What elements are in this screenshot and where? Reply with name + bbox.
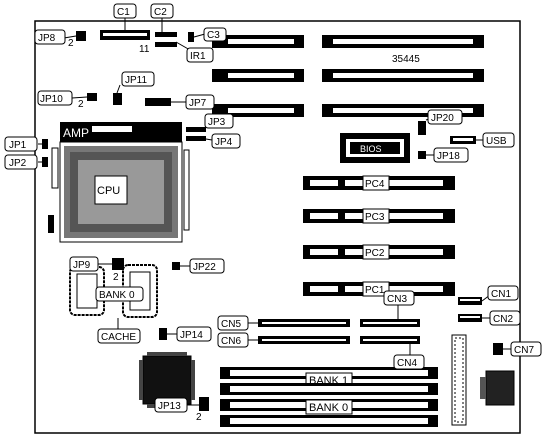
- labels: C1 C2 C3 IR1 JP8 2 11 JP10 2 JP11 JP7 JP…: [4, 3, 542, 423]
- amp-label: AMP: [63, 126, 89, 140]
- jp10-pin: 2: [78, 99, 84, 110]
- cn7-header: [493, 343, 503, 355]
- label-jp2: JP2: [9, 158, 27, 169]
- simm-bank0-box: [305, 399, 353, 415]
- simm-sockets: BANK 1 BANK 0: [220, 367, 438, 427]
- pc3-label: PC3: [365, 212, 385, 223]
- keyboard-connector: [485, 370, 515, 406]
- label-jp20: JP20: [431, 113, 454, 124]
- label-c3: C3: [207, 30, 220, 41]
- label-jp9: JP9: [73, 260, 91, 271]
- jp9-pin: 2: [113, 272, 119, 283]
- label-jp22: JP22: [193, 262, 216, 273]
- label-cn6: CN6: [221, 336, 241, 347]
- serial-number: 35445: [392, 54, 420, 65]
- label-jp14: JP14: [180, 330, 203, 341]
- simm-bank0-label: BANK 0: [309, 402, 348, 414]
- label-jp13: JP13: [158, 401, 181, 412]
- cache-label: CACHE: [101, 332, 136, 343]
- cache-label-box: [97, 328, 141, 344]
- pci-slots: PC4 PC3 PC2 PC1: [303, 175, 455, 297]
- pc4-label: PC4: [365, 179, 385, 190]
- c3-header: [188, 32, 194, 42]
- cpu-socket: AMP CPU: [48, 122, 190, 243]
- label-jp8: JP8: [38, 33, 56, 44]
- label-jp11: JP11: [125, 75, 147, 86]
- label-c2: C2: [154, 7, 167, 18]
- label-cn3: CN3: [387, 294, 407, 305]
- jp8-pin: 2: [68, 38, 74, 49]
- cache-bank0-label: BANK 0: [99, 290, 135, 301]
- label-ir1: IR1: [190, 51, 206, 62]
- jp13-pin: 2: [196, 412, 202, 423]
- label-cn7: CN7: [514, 345, 534, 356]
- label-cn1: CN1: [491, 289, 511, 300]
- c2-header: [155, 32, 177, 37]
- ir1-header: [155, 42, 177, 47]
- label-cn2: CN2: [493, 314, 513, 325]
- isa-slots: 35445: [212, 35, 484, 117]
- label-jp3: JP3: [208, 117, 226, 128]
- label-usb: USB: [486, 136, 507, 147]
- label-cn5: CN5: [221, 319, 241, 330]
- chipset: [142, 355, 192, 405]
- cpu-label: CPU: [97, 185, 120, 197]
- cache-bank0-box: [95, 286, 144, 302]
- label-jp4: JP4: [215, 137, 233, 148]
- label-jp18: JP18: [437, 151, 460, 162]
- label-jp7: JP7: [189, 98, 207, 109]
- label-jp1: JP1: [9, 140, 27, 151]
- label-c1: C1: [117, 7, 130, 18]
- pc1-label: PC1: [365, 285, 385, 296]
- bios-label: BIOS: [360, 144, 382, 154]
- cache-area: BANK 0 CACHE: [69, 264, 158, 344]
- label-cn4: CN4: [397, 358, 417, 369]
- pc2-label: PC2: [365, 248, 385, 259]
- label-jp10: JP10: [40, 94, 63, 105]
- c1-pin: 11: [139, 44, 150, 55]
